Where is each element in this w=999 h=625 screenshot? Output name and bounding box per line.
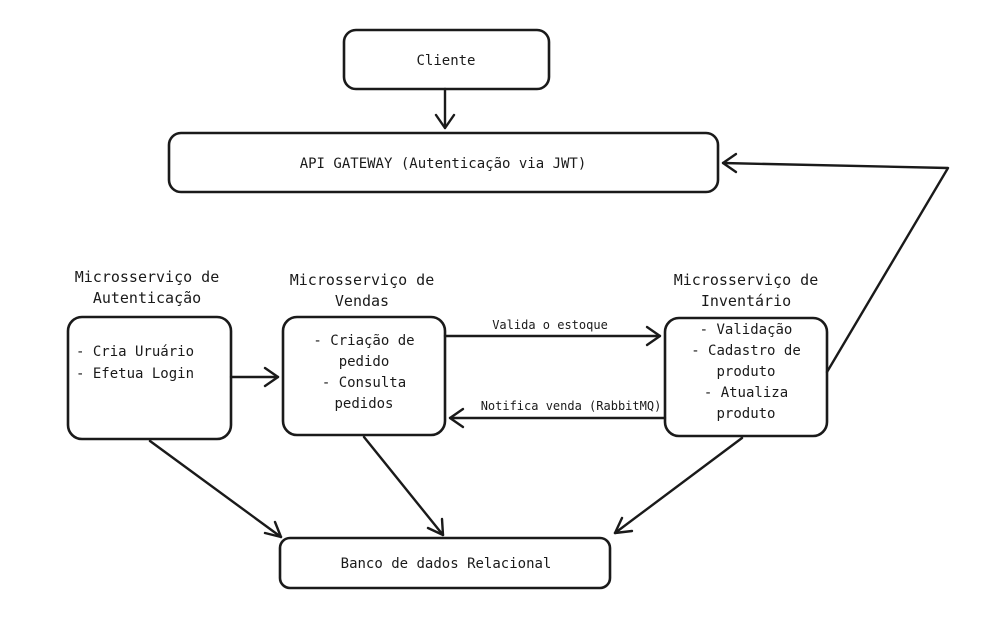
arrowhead-auth-vendas (263, 366, 280, 388)
inventario-service-title-line1: Microsserviço de (674, 271, 819, 289)
edge-label-notifica: Notifica venda (RabbitMQ) (481, 399, 662, 413)
inventario-service-box (663, 316, 829, 438)
inventario-item-1: - Validação (700, 322, 793, 338)
vendas-item-1: - Criação de (313, 333, 414, 349)
api-gateway-box (167, 131, 720, 194)
arrowhead-inventario-vendas (448, 407, 465, 429)
edge-vendas-banco (362, 435, 445, 537)
edge-inventario-gateway (721, 161, 950, 374)
inventario-item-5: produto (716, 406, 775, 422)
vendas-item-4: pedidos (334, 396, 393, 412)
inventario-item-2: - Cadastro de (691, 343, 801, 359)
inventario-item-3: produto (716, 364, 775, 380)
edge-auth-banco (148, 439, 283, 539)
vendas-service-title-line2: Vendas (335, 292, 389, 310)
cliente-label: Cliente (416, 53, 475, 69)
vendas-service-title-line1: Microsserviço de (290, 271, 435, 289)
edge-inventario-banco (613, 436, 744, 535)
banco-label: Banco de dados Relacional (341, 556, 552, 572)
inventario-service-title-line2: Inventário (701, 292, 791, 310)
vendas-service-box (281, 315, 447, 437)
arrowhead-auth-banco (263, 520, 283, 539)
api-gateway-label: API GATEWAY (Autenticação via JWT) (300, 156, 587, 172)
auth-service-title-line1: Microsserviço de (75, 268, 220, 286)
cliente-box (342, 28, 551, 91)
auth-item-1: - Cria Uruário (76, 344, 194, 360)
edge-label-valida: Valida o estoque (492, 318, 608, 332)
arrowhead-vendas-inventario (645, 325, 662, 347)
auth-service-title-line2: Autenticação (93, 289, 201, 307)
arrowhead-vendas-banco (426, 517, 445, 537)
vendas-item-3: - Consulta (322, 375, 406, 391)
arrowhead-inventario-gateway (721, 152, 738, 174)
vendas-item-2: pedido (339, 354, 390, 370)
inventario-item-4: - Atualiza (704, 385, 788, 401)
arrowhead-inventario-banco (613, 516, 634, 535)
auth-item-2: - Efetua Login (76, 366, 194, 382)
arrowhead-cliente-gateway (434, 113, 456, 130)
banco-box (278, 536, 612, 590)
